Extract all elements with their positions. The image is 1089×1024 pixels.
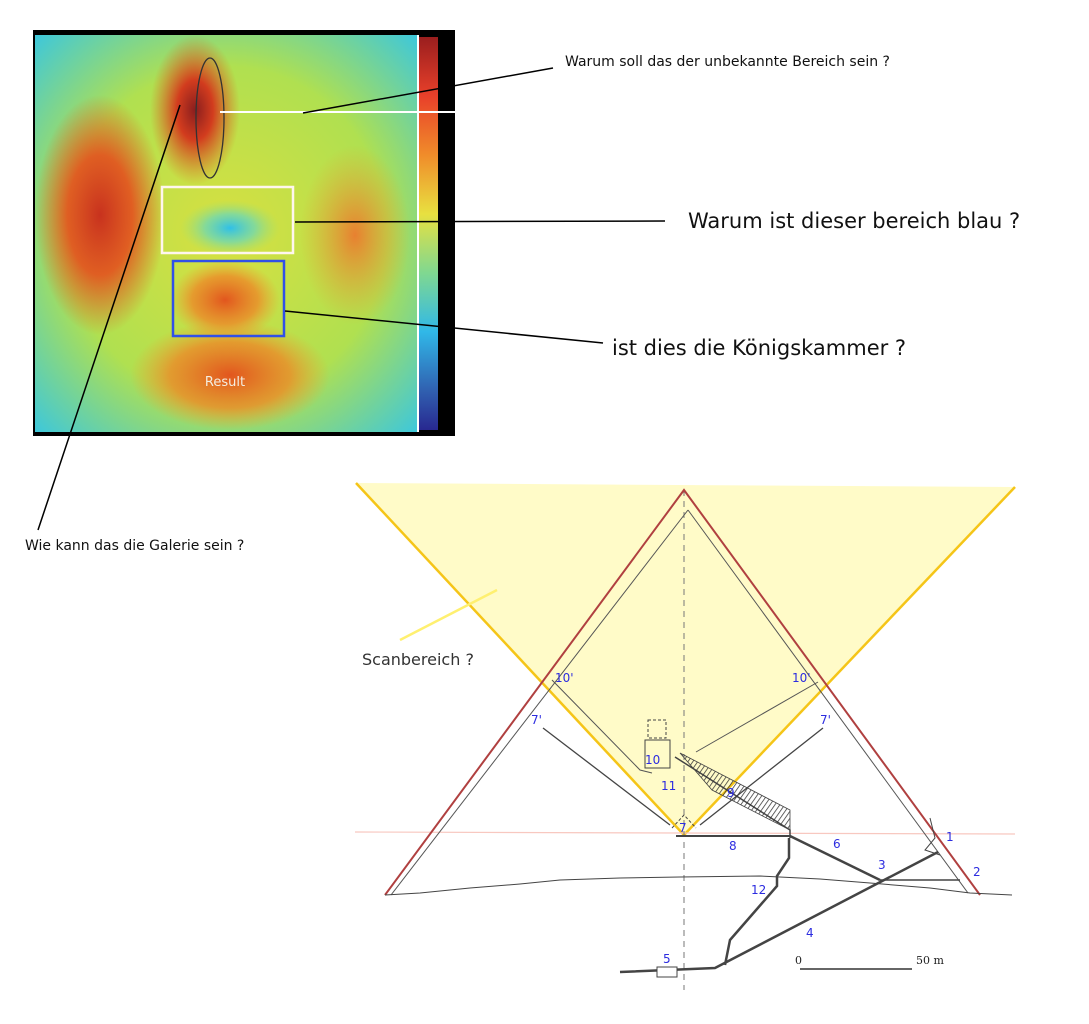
label-8: 8 [729, 839, 737, 853]
label-1: 1 [946, 830, 954, 844]
label-4: 4 [806, 926, 814, 940]
label-7p-right: 7' [820, 713, 831, 727]
label-9: 9 [727, 786, 735, 800]
colorbar [419, 37, 438, 430]
kings-chamber-box [171, 259, 286, 338]
label-10: 10 [645, 753, 660, 767]
label-12: 12 [751, 883, 766, 897]
scan-area [356, 483, 1015, 835]
label-6: 6 [833, 837, 841, 851]
unknown-area-ellipse [195, 57, 225, 179]
annotation-scan-area: Scanbereich ? [362, 650, 474, 669]
annotation-gallery: Wie kann das die Galerie sein ? [25, 538, 245, 554]
label-7p-left: 7' [531, 713, 542, 727]
label-3: 3 [878, 858, 886, 872]
leader-line [37, 104, 181, 531]
label-11: 11 [661, 779, 676, 793]
annotation-unknown-area: Warum soll das der unbekannte Bereich se… [565, 54, 890, 70]
muon-heatmap: Result [33, 30, 455, 436]
scale-zero: 0 [795, 954, 802, 967]
label-10p-right: 10' [792, 671, 811, 685]
annotation-blue-area: Warum ist dieser bereich blau ? [688, 209, 1021, 233]
leader-line [302, 67, 554, 114]
annotation-kings-chamber: ist dies die Königskammer ? [612, 336, 907, 360]
leader-line [294, 220, 666, 223]
label-2: 2 [973, 865, 981, 879]
pyramid-cross-section: 0 50 m 10' 10' 7' 7' 10 11 9 7 8 6 3 1 2… [354, 482, 1016, 990]
label-10p-left: 10' [555, 671, 574, 685]
label-7: 7 [679, 821, 687, 835]
leader-line [284, 310, 604, 344]
blue-area-box [160, 185, 295, 255]
label-5: 5 [663, 952, 671, 966]
heatmap-label: Result [205, 375, 245, 390]
scale-fifty: 50 m [916, 954, 944, 967]
